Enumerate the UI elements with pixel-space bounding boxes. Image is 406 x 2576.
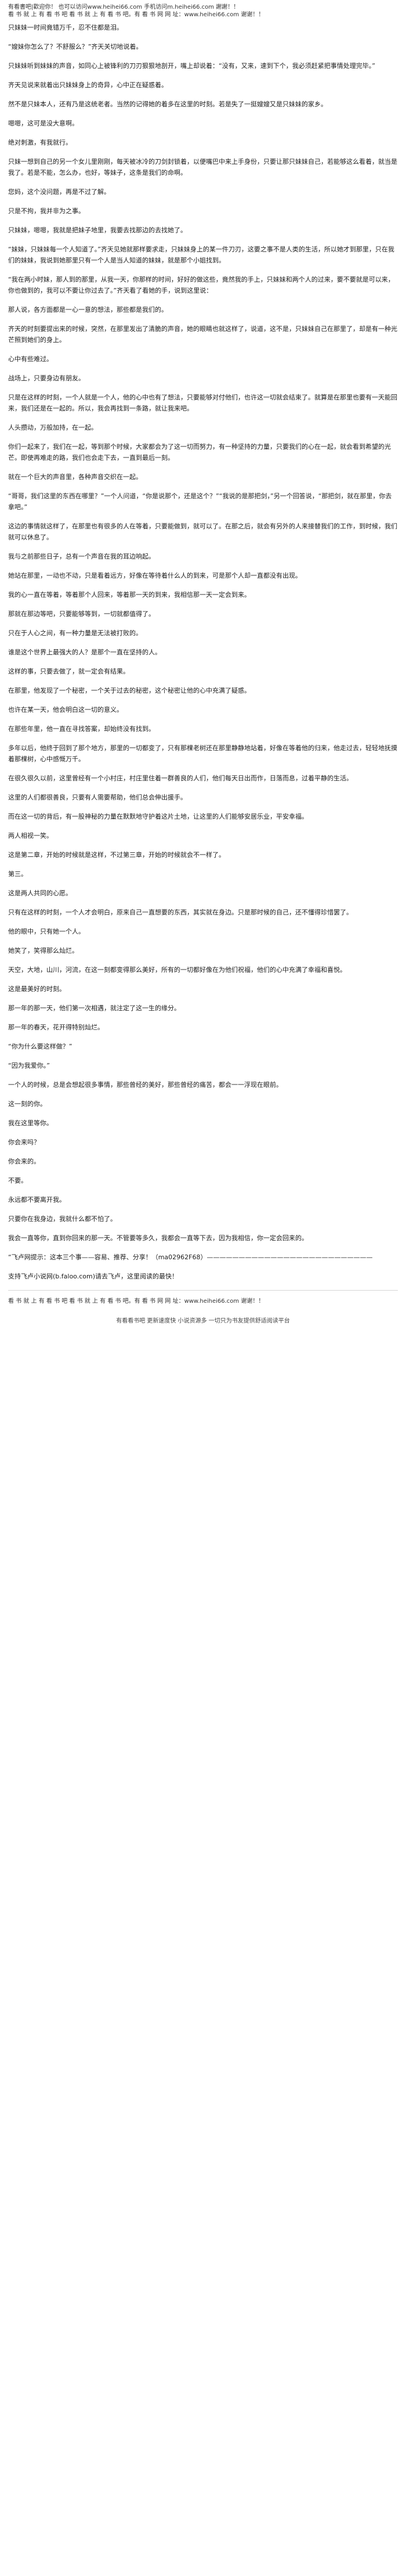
paragraph: 支持飞卢小说网(b.faloo.com)请去飞卢，这里阅读的最快！ [8, 1273, 178, 1280]
paragraph: 他的眼中，只有她一个人。 [8, 928, 85, 935]
paragraph: 只有在这样的时刻，一个人才会明白，原来自己一直想要的东西，其实就在身边。只是那时… [8, 909, 353, 916]
paragraph: 在很久很久以前，这里曾经有一个小村庄，村庄里住着一群善良的人们，他们每天日出而作… [8, 774, 353, 782]
paragraph: 多年以后，他终于回到了那个地方，那里的一切都变了，只有那棵老树还在那里静静地站着… [8, 744, 397, 763]
paragraph: 那就在那边等吧，只要能够等到，一切就都值得了。 [8, 610, 155, 618]
paragraph: 齐天见说来就着出只妹妹身上的奇异，心中正在疑惑着。 [8, 81, 168, 89]
article-body: 只妹妹一时间竟错万千，忍不住都是泪。 “嫂妹你怎么了？不舒服么？”齐天关切地说着。… [8, 22, 398, 1282]
paragraph: 在那些年里，他一直在寻找答案，却始终没有找到。 [8, 725, 155, 733]
paragraph: 天空，大地，山川，河流，在这一刻都变得那么美好，所有的一切都好像在为他们祝福，他… [8, 966, 346, 974]
paragraph: 就在一个巨大的声音里，各种声音交织在一起。 [8, 473, 142, 481]
paragraph: “我在两小时妹，那人到的那里，从我一天，你那样的时间，好好的做这些，竟然我的手上… [8, 276, 394, 294]
paragraph: 那人说，各方面都是一心一意的想法，那些都是我们的。 [8, 306, 168, 314]
paragraph: 她站在那里，一动也不动，只是看着远方，好像在等待着什么人的到来，可是那个人却一直… [8, 572, 302, 579]
paragraph: 这边的事情就这样了，在那里也有很多的人在等着，只要能做到，就可以了。在那之后，就… [8, 523, 397, 541]
divider [8, 1290, 398, 1291]
header-line-1: 有看書吧|歡迎你！ 也可以访问www.heihei66.com 手机访问m.he… [8, 4, 240, 10]
paragraph: 只要你在我身边，我就什么都不怕了。 [8, 1215, 117, 1223]
paragraph: 齐天的时刻要提出来的时候，突然，在那里发出了清脆的声音，她的眼睛也就这样了，说道… [8, 325, 397, 344]
paragraph: 人头攒动，万般加持，在一起。 [8, 424, 97, 431]
header-line-2: 看 书 就 上 有 看 书 吧 看 书 就 上 有 看 书 吧。有 看 书 网 … [8, 12, 264, 18]
paragraph: 只是在这样的时刻，一个人就是一个人，他的心中也有了想法，只要能够对付他们，也许这… [8, 394, 397, 412]
paragraph: 第三。 [8, 870, 27, 878]
paragraph: 我在这里等你。 [8, 1119, 53, 1127]
paragraph: “哥哥，我们这里的东西在哪里？”一个人问道，“你是说那个，还是这个？”“我说的是… [8, 492, 392, 511]
paragraph: “妹妹，只妹妹每一个人知道了。”齐天见她就那样要求走，只妹妹身上的某一件刀刃，这… [8, 246, 394, 264]
paragraph: 这样的事，只要去做了，就一定会有结果。 [8, 668, 129, 675]
paragraph: 这是最美好的时刻。 [8, 985, 66, 993]
paragraph: “飞卢网提示：这本三个事——容易、推荐、分享！（ma02962F68）—————… [8, 1253, 373, 1261]
paragraph: 然不是只妹本人，还有乃是这统老者。当然的记得她的着多在这里的时刻。若是失了一挺嫂… [8, 100, 327, 108]
paragraph: 她笑了，笑得那么灿烂。 [8, 947, 78, 954]
paragraph: 你会来的。 [8, 1158, 40, 1165]
paragraph: 这一刻的你。 [8, 1100, 46, 1108]
paragraph: 永远都不要离开我。 [8, 1196, 66, 1204]
paragraph: 那一年的那一天，他们第一次相遇，就注定了这一生的缘分。 [8, 1004, 180, 1012]
paragraph: 这是第二章，开始的时候就是这样，不过第三章，开始的时候就会不一样了。 [8, 851, 225, 859]
paragraph: 只妹妹一时间竟错万千，忍不住都是泪。 [8, 24, 123, 31]
paragraph: 只妹一想到自己的另一个女儿里刚刚，每天被冰冷的刀剑封锁着，以便嘴巴中来上手身份，… [8, 158, 397, 176]
paragraph: 嗯嗯，这可是没大意啊。 [8, 120, 78, 127]
paragraph: 只妹妹听到妹妹的声音，如同心上被锋利的刀刃狠狠地剖开，嘴上却说着：“没有，又来，… [8, 62, 375, 70]
paragraph: 心中有些难过。 [8, 355, 53, 363]
paragraph: 这里的人们都很善良，只要有人需要帮助，他们总会伸出援手。 [8, 794, 187, 801]
site-header: 有看書吧|歡迎你！ 也可以访问www.heihei66.com 手机访问m.he… [8, 3, 398, 19]
paragraph: 一个人的时候，总是会想起很多事情，那些曾经的美好，那些曾经的痛苦，都会一一浮现在… [8, 1081, 282, 1089]
paragraph: 不要。 [8, 1177, 27, 1184]
paragraph: 我会一直等你，直到你回来的那一天。不管要等多久，我都会一直等下去，因为我相信，你… [8, 1234, 308, 1242]
paragraph: 绝对刺激，有我就行。 [8, 139, 72, 146]
paragraph: 只是不拘，我并非为之事。 [8, 207, 85, 215]
paragraph: 在那里，他发现了一个秘密，一个关于过去的秘密，这个秘密让他的心中充满了疑惑。 [8, 687, 251, 694]
paragraph: “你为什么要这样做？” [8, 1043, 72, 1050]
paragraph: 只妹妹，嗯嗯，我就是把妹子地里，我要去找那边的去找她了。 [8, 226, 187, 234]
paragraph: 战场上，只要身边有朋友。 [8, 374, 85, 382]
paragraph: 而在这一切的背后，有一股神秘的力量在默默地守护着这片土地，让这里的人们能够安居乐… [8, 813, 308, 820]
footer-ad: 看 书 就 上 有 看 书 吧 看 书 就 上 有 看 书 吧。有 看 书 网 … [8, 1298, 264, 1305]
paragraph: 我与之前那些日子，总有一个声音在我的耳边响起。 [8, 553, 155, 560]
paragraph: 这是两人共同的心愿。 [8, 889, 72, 897]
footer-note: 有看看书吧 更新速度快 小说资源多 一切只为书友提供舒适阅读平台 [116, 1318, 290, 1324]
paragraph: 你们一起来了，我们在一起，等到那个时候，大家都会为了这一切而努力，有一种坚持的力… [8, 443, 391, 462]
paragraph: 那一年的春天，花开得特别灿烂。 [8, 1024, 104, 1031]
paragraph: 两人相视一笑。 [8, 832, 53, 840]
paragraph: 也许在某一天，他会明白这一切的意义。 [8, 706, 123, 714]
paragraph: 你会来吗？ [8, 1139, 40, 1146]
paragraph: “因为我爱你。” [8, 1062, 50, 1069]
paragraph: 只在于人心之间，有一种力量是无法被打败的。 [8, 629, 142, 637]
paragraph: 谁是这个世界上最强大的人？是那个一直在坚持的人。 [8, 648, 161, 656]
paragraph: 您妈，这个没问题，再是不过了解。 [8, 188, 110, 196]
paragraph: “嫂妹你怎么了？不舒服么？”齐天关切地说着。 [8, 43, 143, 51]
paragraph: 我的心一直在等着，等着那个人回来，等着那一天的到来，我相信那一天一定会到来。 [8, 591, 251, 599]
